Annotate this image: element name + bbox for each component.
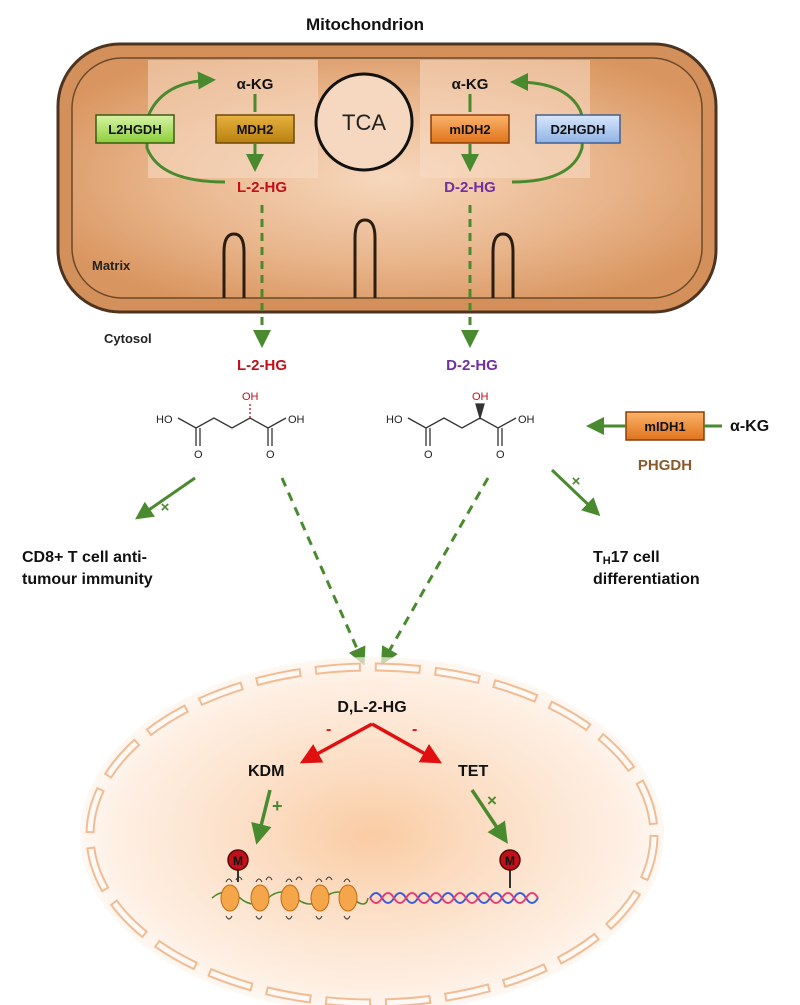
l2hg-oh-right: OH [288,414,305,426]
cd8-arrow [135,476,196,520]
methyl-right-label: M [505,854,515,868]
tet-arrow [470,789,508,844]
th17-arrow [550,468,601,517]
tet-cross: × [487,791,497,810]
d2hg-oh-right: OH [518,414,535,426]
th17-cross: × [572,473,581,490]
midh1-label: mIDH1 [644,419,685,434]
d2hg-structure [407,403,517,446]
cd8-line2: tumour immunity [22,571,153,588]
dna-methyl-mark: M [499,849,521,888]
cd8-line1: CD8+ T cell anti- [22,549,147,566]
d2hg-oh-top: OH [472,391,489,403]
th17-line1: TH17 cell [593,549,660,567]
cytosol-label: Cytosol [104,331,152,346]
inhibit-tet-arrow [371,722,443,764]
d2hgdh-label: D2HGDH [551,122,606,137]
akg-left-label: α-KG [237,76,274,93]
l2hg-oh-top: OH [242,391,259,403]
dna-helix [369,892,539,904]
l2hg-ho: HO [156,414,173,426]
d2hg-cyto-label: D-2-HG [446,357,498,374]
mdh2-label: MDH2 [237,122,274,137]
d2hg-ho: HO [386,414,403,426]
phgdh-label: PHGDH [638,457,692,474]
minus-left: - [326,721,331,738]
midh1-box: mIDH1 [625,411,705,441]
d2hg-o-right: O [496,449,505,461]
tca-cycle [314,72,414,172]
kdm-arrow [251,789,272,845]
l2hg-structure [177,404,287,446]
midh2-label: mIDH2 [449,122,490,137]
methyl-left-label: M [233,854,243,868]
cd8-cross: × [161,499,170,516]
th17-subscript: H [603,555,611,567]
inhibit-kdm-arrow [299,722,373,764]
th17-prefix: T [593,549,603,566]
l2hgdh-label: L2HGDH [108,122,161,137]
chromatin [211,876,369,920]
akg-right-label: α-KG [452,76,489,93]
histone-methyl-mark: M [227,849,249,882]
d2hg-to-nucleus-arrow [381,477,490,666]
kdm-plus: + [272,796,283,816]
l2hg-mito-label: L-2-HG [237,179,287,196]
d2hg-o-left: O [424,449,433,461]
l2hg-to-nucleus-arrow [280,477,366,666]
dl2hg-label: D,L-2-HG [337,699,406,716]
d2hg-mito-label: D-2-HG [444,179,496,196]
midh2-box: mIDH2 [430,114,510,144]
l2hg-o-left: O [194,449,203,461]
l2hg-cyto-label: L-2-HG [237,357,287,374]
nucleus [80,657,664,1005]
tca-label: TCA [342,110,386,135]
cristae [222,218,515,298]
mdh2-box: MDH2 [215,114,295,144]
minus-right: - [412,721,417,738]
akg-cytosol-label: α-KG [730,418,769,435]
diagram-title: Mitochondrion [306,15,424,34]
matrix-label: Matrix [92,258,131,273]
kdm-label: KDM [248,763,284,780]
th17-line2: differentiation [593,571,700,588]
l2hgdh-box: L2HGDH [95,114,175,144]
l2hg-o-right: O [266,449,275,461]
th17-suffix: 17 cell [611,549,660,566]
d2hgdh-box: D2HGDH [535,114,621,144]
tet-label: TET [458,763,488,780]
